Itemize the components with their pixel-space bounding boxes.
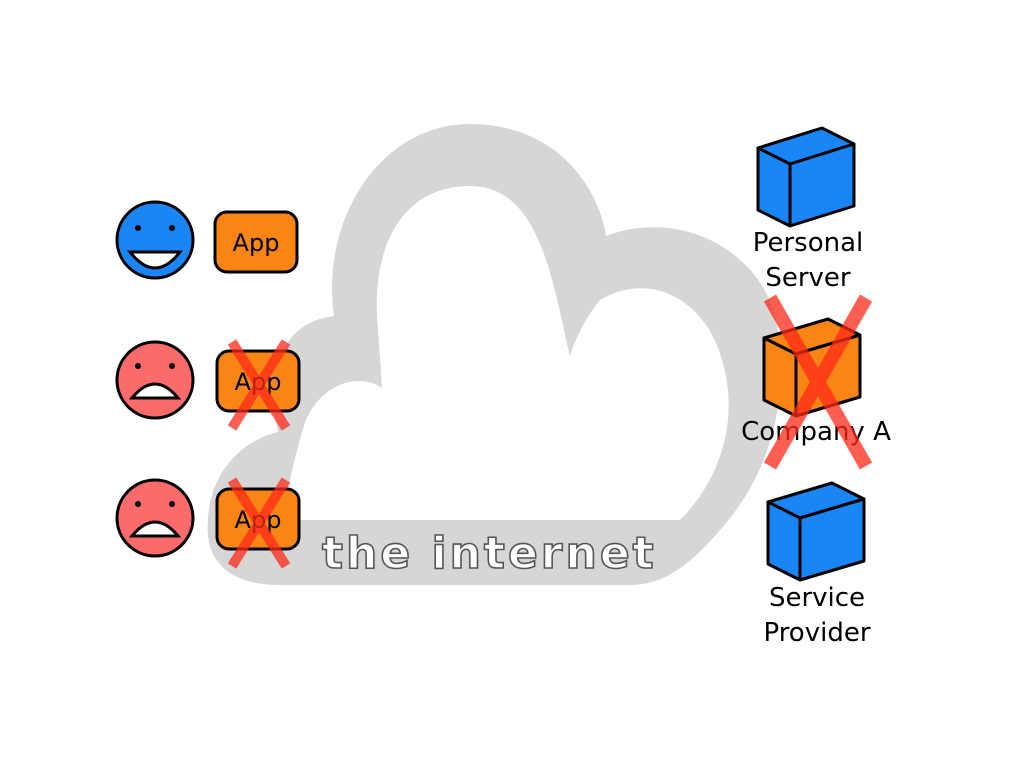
internet-cloud: the internet [207, 124, 781, 585]
server-personal[interactable]: Personal Server [753, 126, 864, 293]
app-box[interactable]: App [213, 210, 299, 274]
internet-label: the internet [322, 528, 657, 579]
server-service-provider[interactable]: Service Provider [763, 481, 871, 648]
server-label: Service [769, 583, 865, 613]
blocked-x-icon [227, 339, 291, 431]
server-company-a[interactable]: Company A [741, 294, 891, 470]
server-box-icon [756, 126, 856, 228]
user-row-2: App [115, 339, 301, 431]
user-row-1: App [115, 200, 299, 280]
blocked-x-icon [227, 477, 291, 569]
user-row-3: App [115, 477, 301, 569]
app-label: App [233, 229, 280, 257]
cloud-shape [207, 124, 781, 585]
server-label: Server [765, 263, 851, 293]
server-box-icon [762, 317, 862, 418]
server-label: Company A [741, 417, 891, 447]
happy-face-icon [115, 200, 195, 280]
blocked-x-icon [763, 294, 873, 470]
server-box-icon [766, 481, 866, 582]
server-label: Personal [753, 228, 864, 258]
sad-face-icon [115, 478, 195, 558]
sad-face-icon [115, 340, 195, 420]
server-label: Provider [763, 618, 870, 648]
